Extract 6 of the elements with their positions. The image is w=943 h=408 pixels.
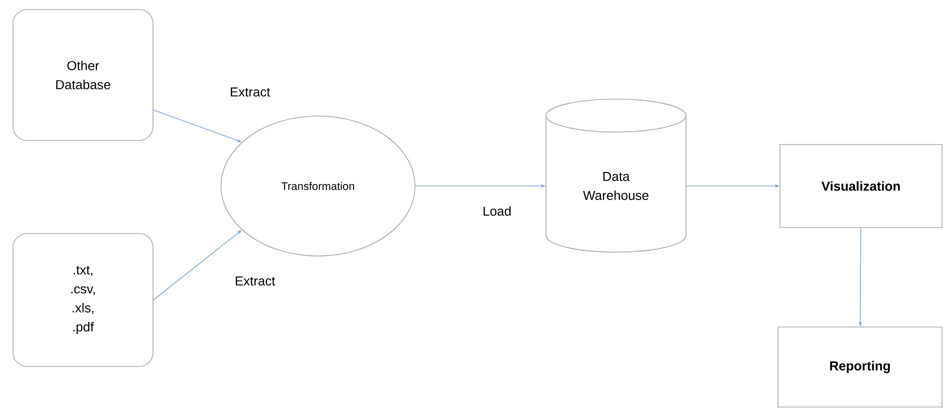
edge-label: Load [482, 205, 512, 217]
output-box: Visualization [780, 144, 942, 228]
source-box: .txt, .csv, .xls, .pdf [12, 233, 154, 367]
database-cylinder: Data Warehouse [546, 98, 686, 253]
output-box: Reporting [778, 326, 942, 408]
source-box: Other Database [12, 9, 154, 141]
